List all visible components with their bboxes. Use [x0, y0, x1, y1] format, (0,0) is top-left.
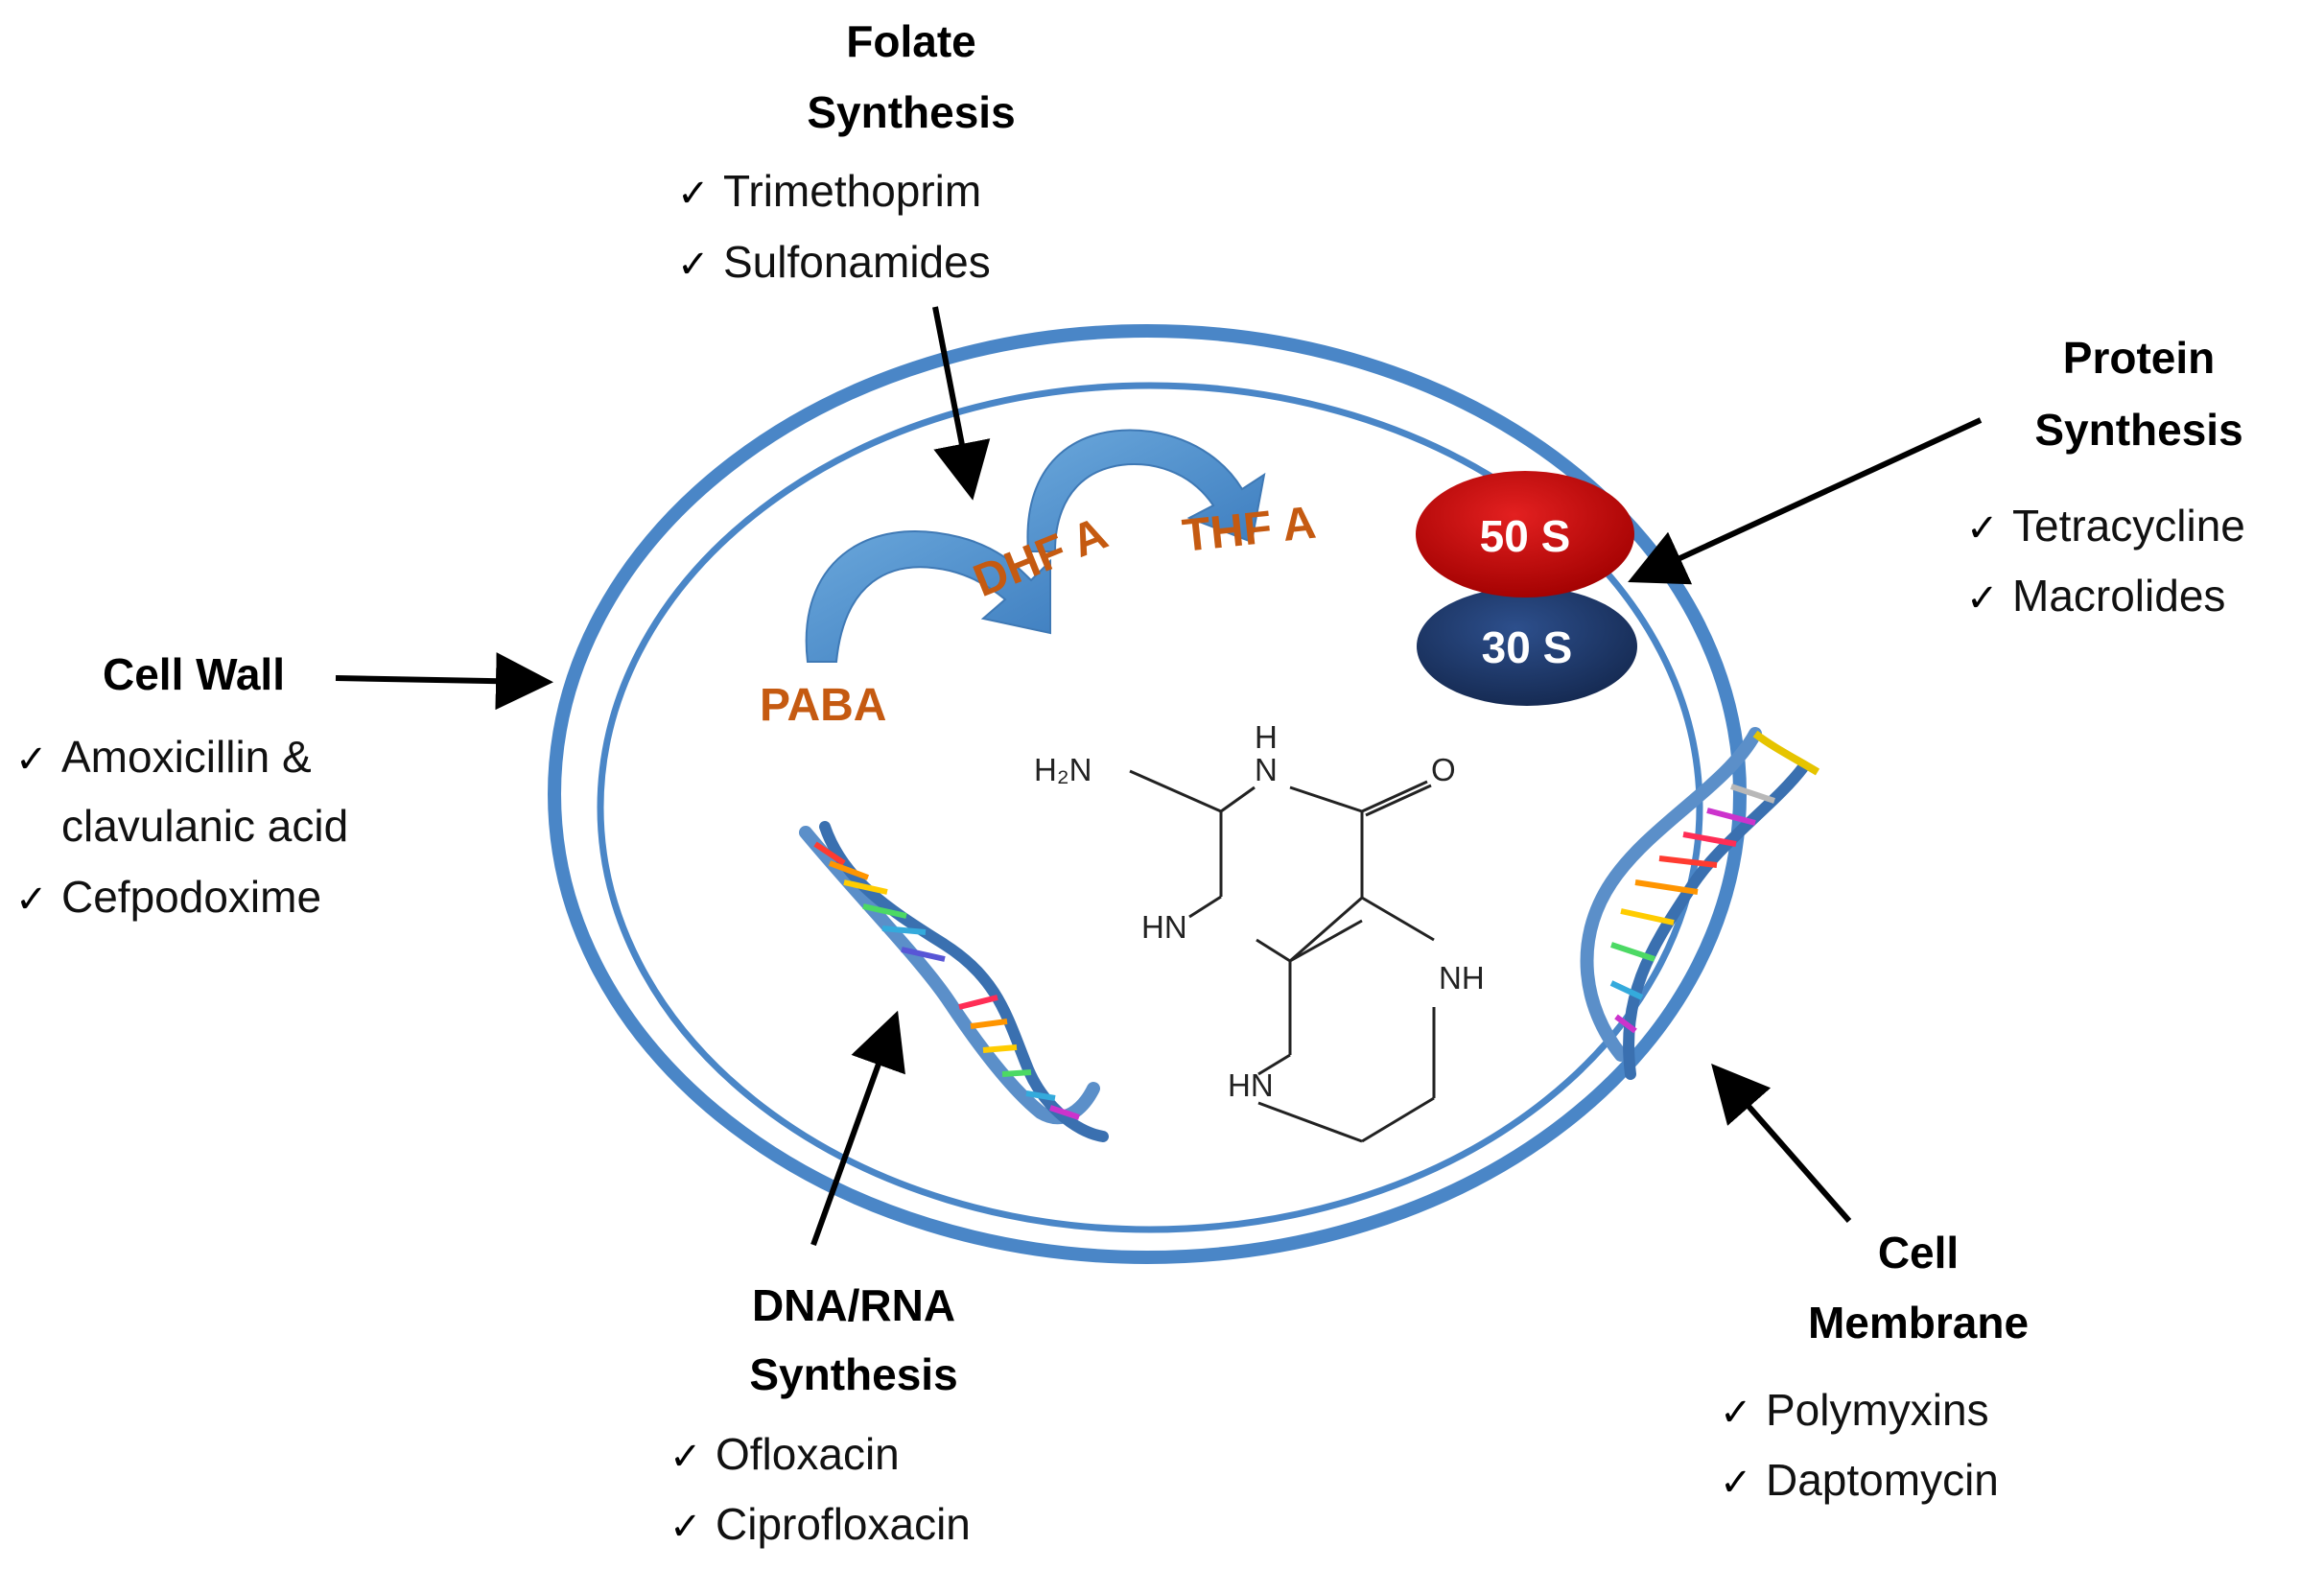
dna-drug-ciprofloxacin: ✓ Ciprofloxacin: [669, 1502, 971, 1546]
molecule-o-label: O: [1431, 752, 1456, 787]
ribosome-30s-label: 30 S: [1481, 622, 1573, 672]
ribosome: [1416, 471, 1637, 706]
drug-label: Tetracycline: [2012, 501, 2245, 551]
drug-label: Daptomycin: [1766, 1455, 1999, 1505]
molecule-h2n-label: H₂N: [1034, 752, 1092, 787]
cell-wall-ring: [548, 324, 1747, 1264]
folate-pointer-arrow: [932, 306, 991, 501]
membrane-pointer-arrow: [1711, 1063, 1852, 1223]
check-icon: ✓: [1720, 1392, 1752, 1434]
protein-drug-macrolides: ✓ Macrolides: [1966, 574, 2225, 618]
ribosome-50s-subunit: [1416, 471, 1634, 598]
protein-pointer-arrow: [1628, 417, 1983, 585]
check-icon: ✓: [15, 879, 48, 921]
drug-label: Cefpodoxime: [61, 872, 322, 922]
check-icon: ✓: [669, 1506, 702, 1548]
membrane-drug-polymyxins: ✓ Polymyxins: [1720, 1388, 1989, 1432]
folate-drug-trimethoprim: ✓ Trimethoprim: [677, 169, 981, 213]
cell-wall-title: Cell Wall: [103, 649, 285, 699]
drug-label: clavulanic acid: [61, 801, 349, 851]
membrane-drug-daptomycin: ✓ Daptomycin: [1720, 1458, 1999, 1502]
drug-label: Macrolides: [2012, 571, 2226, 621]
drug-label: Amoxicillin &: [61, 732, 312, 782]
paba-label: PABA: [760, 680, 887, 731]
molecule-n-top-label: N: [1255, 752, 1278, 787]
cell-wall-drug-amoxicillin: ✓ Amoxicillin &: [15, 735, 312, 779]
cell-wall-drug-cefpodoxime: ✓ Cefpodoxime: [15, 875, 321, 919]
check-icon: ✓: [1966, 507, 1999, 550]
molecule-nh-right-label: NH: [1439, 960, 1485, 996]
cell-membrane-ring: [597, 382, 1703, 1233]
drug-label: Sulfonamides: [723, 237, 991, 287]
molecule-hn-left-label: HN: [1141, 909, 1187, 945]
drug-label: Polymyxins: [1766, 1385, 1989, 1435]
drug-label: Ofloxacin: [716, 1429, 900, 1479]
check-icon: ✓: [1720, 1462, 1752, 1504]
check-icon: ✓: [1966, 577, 1999, 620]
check-icon: ✓: [15, 738, 48, 781]
dna-drug-ofloxacin: ✓ Ofloxacin: [669, 1432, 900, 1476]
dna-pointer-arrow: [810, 1010, 905, 1247]
molecule-hn-bottom-label: HN: [1228, 1067, 1274, 1103]
membrane-title-line2: Membrane: [1807, 1298, 2030, 1347]
paba-to-dhfa-arrow: [805, 530, 1051, 663]
drug-label: Trimethoprim: [723, 166, 982, 216]
check-icon: ✓: [677, 244, 710, 286]
dna-helix-right-icon: [1580, 727, 1820, 1080]
ribosome-50s-label: 50 S: [1479, 511, 1571, 561]
drug-label: Ciprofloxacin: [716, 1499, 971, 1549]
protein-title-line2: Synthesis: [2034, 405, 2243, 455]
membrane-title-line1: Cell: [1877, 1228, 1960, 1277]
dna-title-line2: Synthesis: [749, 1349, 958, 1399]
pterin-molecule-structure: [1129, 769, 1436, 1143]
dhfa-to-thfa-arrow: [1026, 429, 1266, 552]
dna-helix-left-icon: [799, 821, 1109, 1142]
molecule-h-top-label: H: [1255, 719, 1278, 755]
folate-title-line1: Folate: [846, 16, 976, 66]
protein-title-line1: Protein: [2062, 333, 2216, 383]
check-icon: ✓: [669, 1436, 702, 1478]
dna-title-line1: DNA/RNA: [751, 1280, 956, 1330]
cell-wall-drug-clavulanic: clavulanic acid: [61, 804, 348, 848]
cell-wall-pointer-arrow: [335, 652, 553, 711]
ribosome-30s-subunit: [1417, 587, 1637, 706]
folate-drug-sulfonamides: ✓ Sulfonamides: [677, 240, 991, 284]
check-icon: ✓: [677, 173, 710, 215]
protein-drug-tetracycline: ✓ Tetracycline: [1966, 504, 2245, 548]
folate-title-line2: Synthesis: [807, 87, 1016, 137]
